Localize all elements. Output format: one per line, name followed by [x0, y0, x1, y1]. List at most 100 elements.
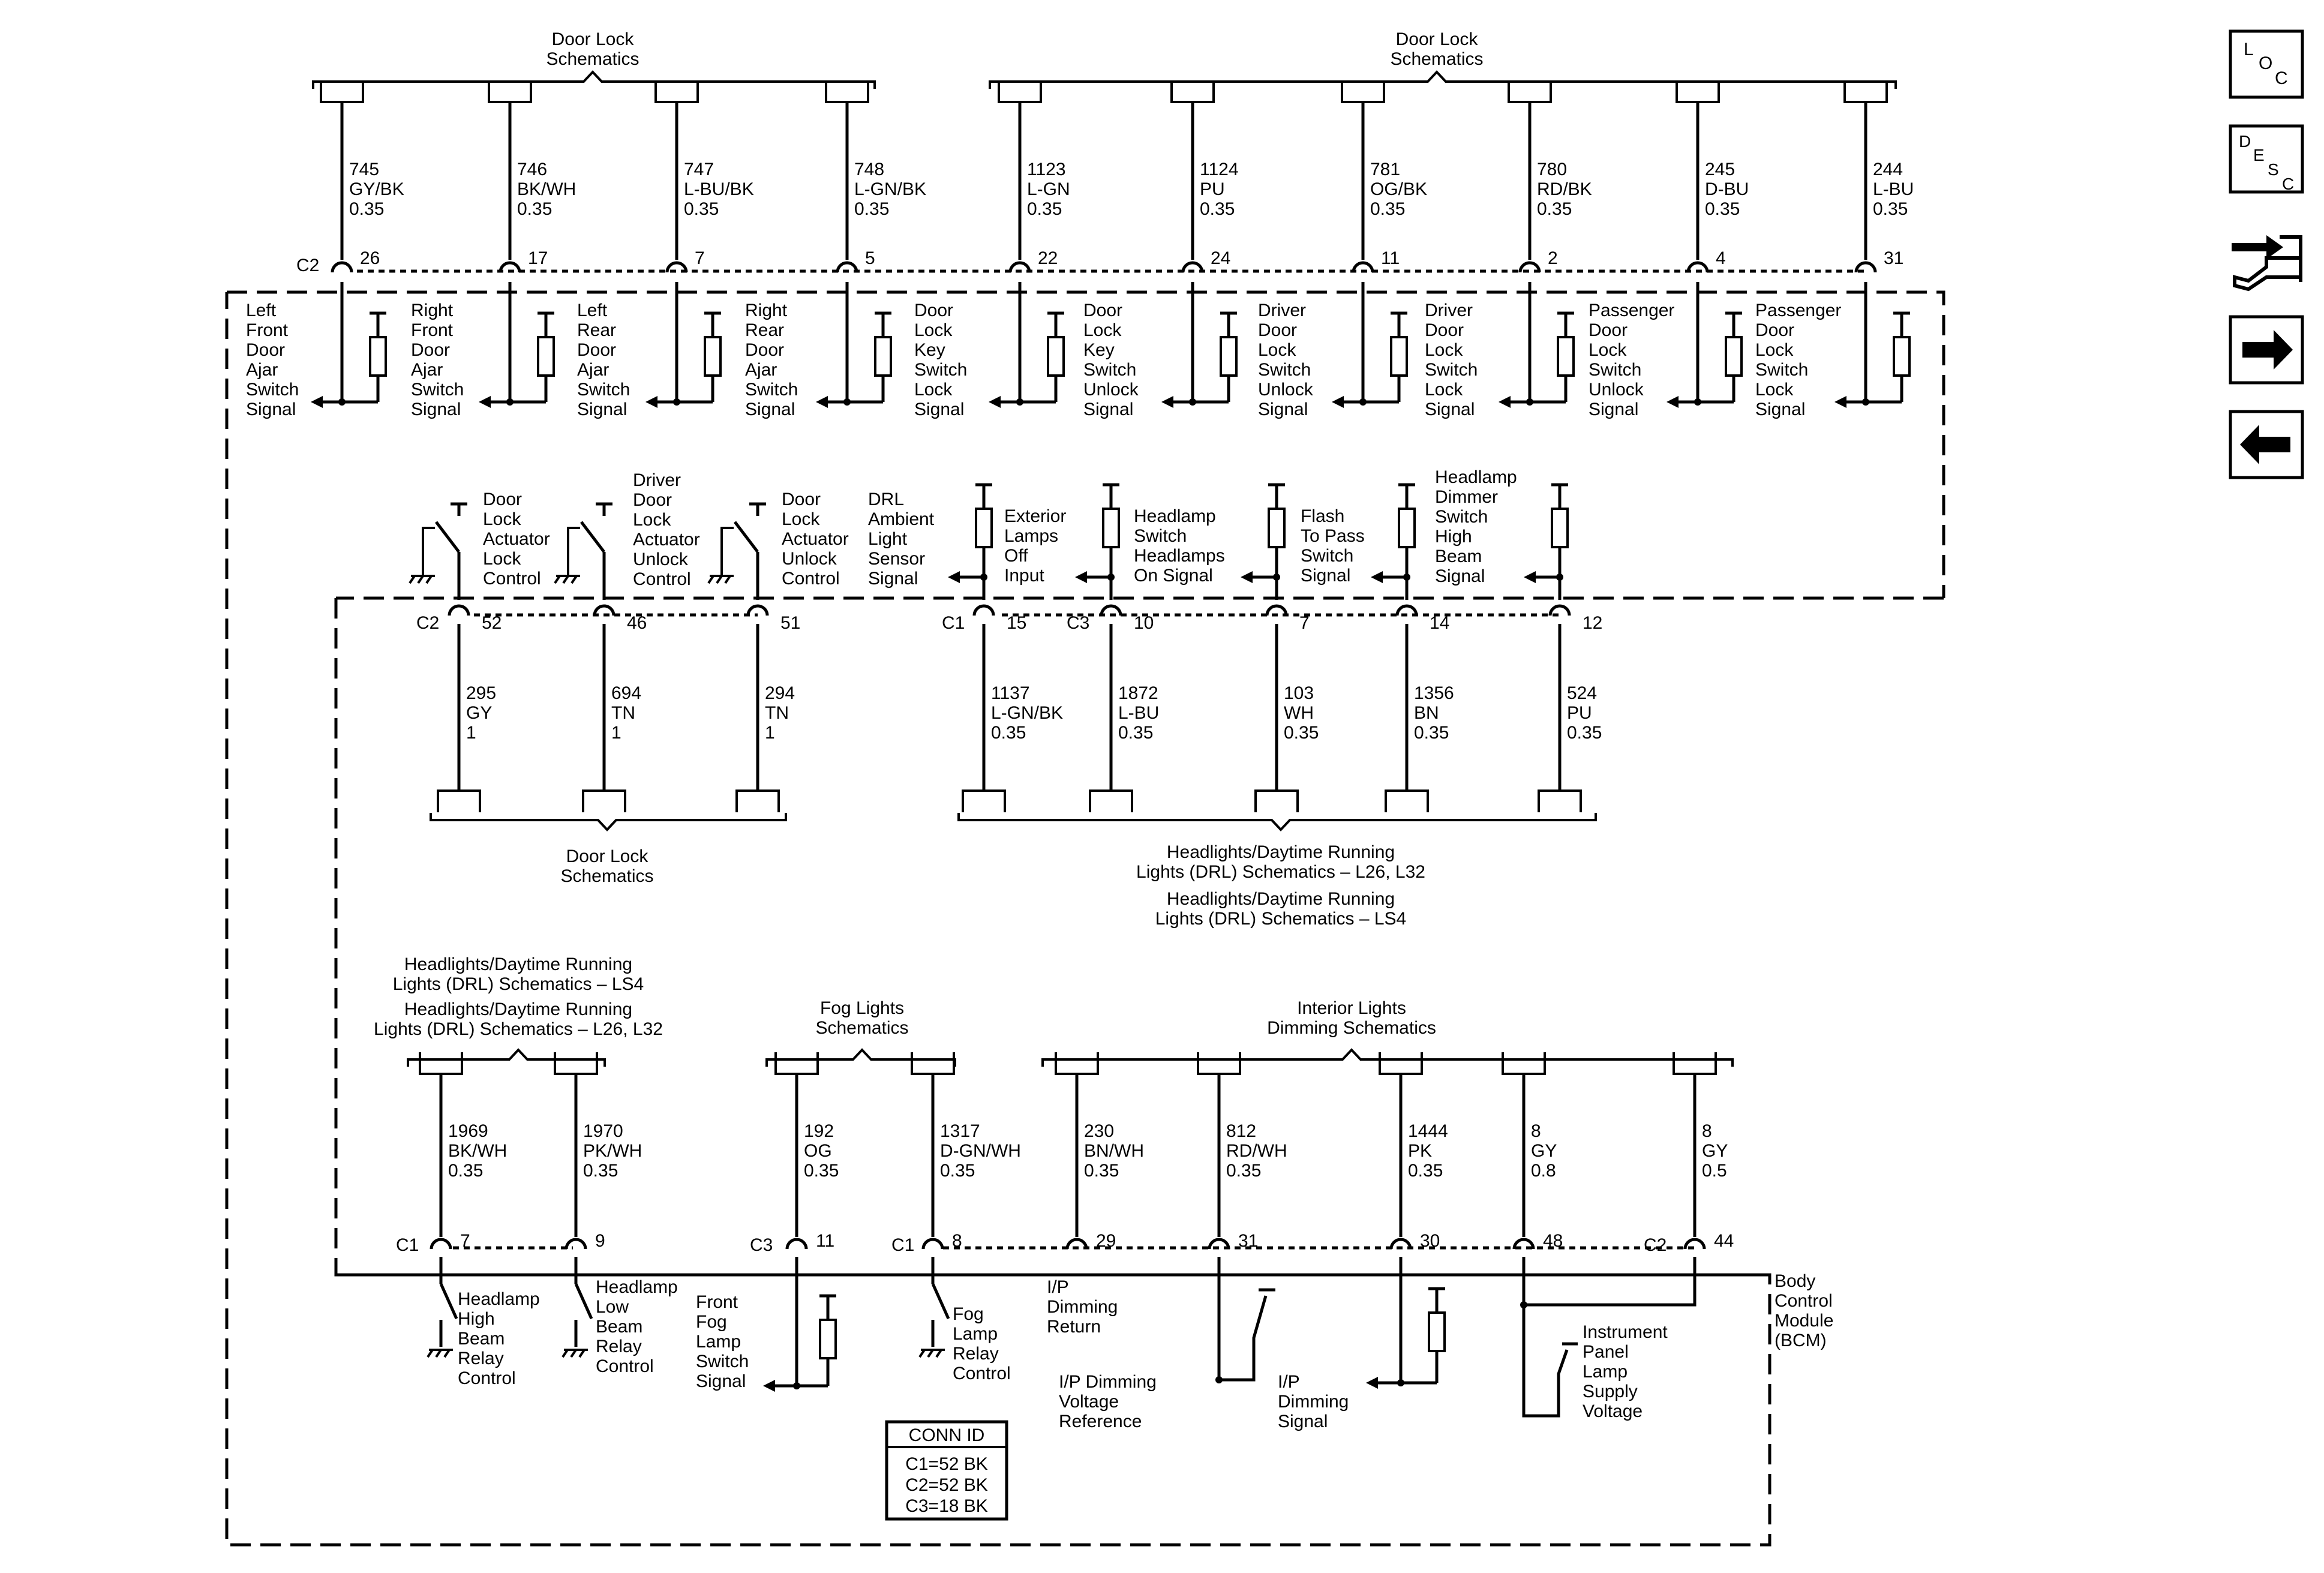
signal-label: Relay: [458, 1349, 504, 1368]
wire-color: D-GN/WH: [940, 1141, 1021, 1161]
signal-arrow: [1667, 396, 1679, 408]
ground-symbol: [918, 1349, 945, 1358]
connector-pin-symbol: [565, 1238, 587, 1250]
signal-label: Signal: [1258, 400, 1308, 419]
ground-symbol: [554, 575, 580, 584]
nav-next-button[interactable]: [2229, 315, 2304, 385]
wire-color: OG: [804, 1141, 832, 1161]
signal-label: Switch: [411, 380, 464, 400]
signal-label: Unlock: [1589, 380, 1644, 400]
harness-connector-symbol: [1341, 80, 1385, 103]
top-wire-1123: 1123L-GN0.3522DoorLockKeySwitchLockSigna…: [914, 80, 1070, 419]
connector-pin-symbol: [972, 604, 995, 616]
svg-text:L: L: [2244, 40, 2254, 59]
signal-arrow: [989, 396, 1001, 408]
pullup-resistor-symbol: [1398, 508, 1416, 548]
signal-label: Switch: [745, 380, 798, 400]
signal-label: Control: [953, 1364, 1011, 1383]
signal-label: Front: [246, 320, 289, 340]
ref-label-line: Schematics: [1390, 49, 1483, 69]
signal-arrow: [1834, 396, 1846, 408]
connector-pin-symbol: [1008, 261, 1031, 273]
signal-label: Light: [868, 529, 908, 549]
wire-circuit-number: 245: [1705, 160, 1735, 179]
top-wire-746: 746BK/WH0.3517RightFrontDoorAjarSwitchSi…: [411, 80, 576, 419]
bottom-reference-left: Headlights/Daytime Running Lights (DRL) …: [374, 954, 663, 1067]
pullup-resistor-symbol: [1725, 336, 1743, 377]
signal-label: Lock: [483, 509, 521, 529]
wire-circuit-number: 747: [684, 160, 714, 179]
wire-color: GY: [1531, 1141, 1557, 1161]
input-pullup: [1371, 483, 1416, 600]
wire-circuit-number: 694: [611, 683, 641, 703]
signal-label: Signal: [577, 400, 627, 419]
top-reference-left: Door Lock Schematics: [312, 29, 876, 89]
nav-prev-button[interactable]: [2229, 410, 2304, 479]
signal-label: High: [458, 1309, 495, 1329]
ref-label-line: Headlights/Daytime Running: [404, 999, 632, 1019]
signal-label: Panel: [1583, 1342, 1629, 1362]
wire-gauge: 0.35: [1370, 199, 1405, 219]
nav-connector-icon[interactable]: [2232, 235, 2302, 292]
wire-gauge: 0.35: [583, 1161, 618, 1181]
signal-label: Exterior: [1004, 506, 1066, 526]
harness-connector-symbol: [1254, 789, 1299, 812]
fog-switch-input: [763, 1257, 837, 1392]
actuator-switch: [707, 502, 766, 600]
connector-pin-symbol: [1686, 261, 1709, 273]
wire-circuit-number: 748: [854, 160, 884, 179]
ground-symbol: [427, 1349, 453, 1358]
wire-color: PU: [1567, 703, 1592, 723]
pullup-resistor-symbol: [1390, 336, 1408, 377]
wire-color: OG/BK: [1370, 179, 1427, 199]
signal-label: Voltage: [1059, 1392, 1119, 1412]
signal-label: Actuator: [483, 529, 550, 549]
wire-color: GY/BK: [349, 179, 404, 199]
conn-id-table: CONN ID C1=52 BK C2=52 BK C3=18 BK: [885, 1420, 1008, 1521]
switch-symbol: [439, 1283, 458, 1320]
signal-label: Lock: [633, 510, 671, 530]
signal-arrow: [816, 396, 828, 408]
signal-label: Rear: [745, 320, 784, 340]
pullup-resistor-symbol: [1551, 508, 1569, 548]
signal-label: Signal: [696, 1371, 746, 1391]
connector-pin-symbol: [1395, 604, 1418, 616]
ground-symbol: [409, 575, 435, 584]
arrow-right-icon: [2242, 330, 2293, 370]
wire-circuit-number: 1123: [1027, 160, 1066, 179]
signal-label: Ajar: [745, 360, 777, 380]
harness-connector-symbol: [437, 789, 481, 812]
nav-loc-button[interactable]: L O C: [2229, 29, 2304, 99]
signal-label: Lock: [914, 380, 953, 400]
wire-color: RD/WH: [1226, 1141, 1287, 1161]
signal-label: Dimmer: [1435, 487, 1498, 507]
wire-color: L-GN/BK: [854, 179, 926, 199]
signal-label: Relay: [596, 1337, 642, 1356]
wire-color: L-BU/BK: [684, 179, 754, 199]
nav-desc-button[interactable]: D E S C: [2229, 124, 2304, 194]
connector-pin-number: 44: [1714, 1231, 1734, 1251]
pullup-resistor-symbol: [704, 336, 722, 377]
signal-label: Switch: [1589, 360, 1641, 380]
svg-text:Body: Body: [1774, 1271, 1815, 1291]
harness-connector-symbol: [1197, 1052, 1241, 1075]
wire-gauge: 1: [611, 723, 621, 743]
signal-label: Beam: [458, 1329, 505, 1349]
connector-pin-number: 31: [1884, 248, 1903, 268]
signal-label: Lock: [1425, 340, 1463, 360]
wire-gauge: 0.35: [1705, 199, 1740, 219]
connector-pin-symbol: [836, 261, 858, 273]
signal-label: Sensor: [868, 549, 925, 569]
wire-color: WH: [1284, 703, 1314, 723]
wire-circuit-number: 746: [517, 160, 547, 179]
pullup-resistor-symbol: [369, 336, 387, 377]
signal-label: Door: [411, 340, 450, 360]
signal-label: Door: [1755, 320, 1794, 340]
signal-label: Door: [483, 490, 522, 509]
wire-circuit-number: 812: [1226, 1121, 1256, 1141]
